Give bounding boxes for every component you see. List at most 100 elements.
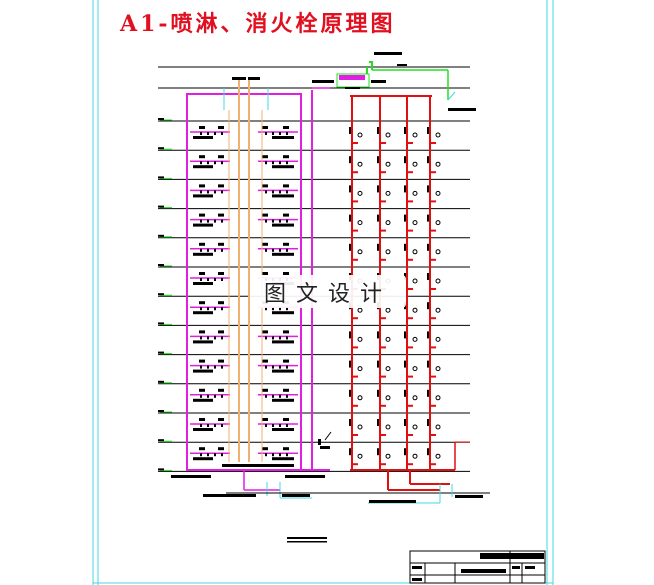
sprinkler-head (221, 307, 223, 311)
hydrant-outlet (435, 132, 441, 138)
hydrant-outlet (412, 307, 418, 313)
label-block (272, 223, 294, 227)
label-block (193, 165, 213, 169)
sprinkler-head (200, 161, 202, 165)
label-block (262, 359, 268, 363)
hydrant-outlet (357, 132, 363, 138)
sprinkler-head (279, 248, 281, 252)
sprinkler-head (265, 190, 267, 194)
sprinkler-head (221, 190, 223, 194)
sprinkler-head (221, 453, 223, 457)
hydrant-outlet (435, 307, 441, 313)
label-block (272, 428, 294, 431)
label-block (218, 359, 224, 363)
sprinkler-head (200, 190, 202, 194)
label-block (199, 447, 205, 451)
sprinkler-head (265, 394, 267, 398)
label-block (262, 155, 268, 159)
label-block (272, 252, 294, 256)
label-block (272, 457, 294, 461)
hydrant-outlet (435, 424, 441, 430)
sprinkler-head (265, 336, 267, 340)
hydrant-outlet (435, 190, 441, 196)
hydrant-outlet (357, 249, 363, 255)
sprinkler-head (279, 219, 281, 223)
label-block (283, 447, 289, 451)
sprinkler-head (272, 161, 274, 165)
hydrant-outlet (385, 190, 391, 196)
hydrant-outlet (435, 366, 441, 372)
hydrant-outlet (385, 220, 391, 226)
sprinkler-head (200, 424, 202, 427)
sprinkler-head (214, 278, 216, 281)
label-block (262, 184, 268, 188)
elevation-label (158, 410, 164, 412)
sprinkler-head (207, 278, 209, 281)
sprinkler-head (265, 365, 267, 369)
hydrant-outlet (385, 366, 391, 372)
label-block (262, 242, 268, 246)
label-block (218, 126, 224, 129)
label-block (193, 311, 213, 315)
hydrant-outlet (385, 132, 391, 138)
label-block (283, 126, 289, 129)
label-block (262, 418, 268, 421)
sprinkler-head (272, 248, 274, 252)
sprinkler-head (207, 424, 209, 427)
hydrant-outlet (357, 307, 363, 313)
sprinkler-head (279, 307, 281, 311)
hydrant-outlet (412, 424, 418, 430)
label-block (283, 242, 289, 246)
label-block (199, 242, 205, 246)
label-block (193, 340, 213, 344)
label-block (262, 388, 268, 392)
label-block (282, 494, 310, 497)
sprinkler-head (265, 453, 267, 457)
sprinkler-head (286, 394, 288, 398)
sprinkler-head (286, 190, 288, 194)
label-block (193, 398, 213, 402)
hydrant-outlet (357, 424, 363, 430)
label-block (272, 194, 294, 198)
sprinkler-head (221, 394, 223, 398)
hydrant-outlet (412, 453, 418, 459)
watermark: 图文设计 (250, 275, 406, 308)
label-block (272, 311, 294, 315)
sprinkler-head (214, 336, 216, 340)
sprinkler-head (272, 336, 274, 340)
hydrant-outlet (435, 278, 441, 284)
title-block-text (480, 553, 544, 559)
hydrant-outlet (435, 453, 441, 459)
label-block (218, 330, 224, 334)
label-block (199, 359, 205, 363)
sprinkler-head (272, 132, 274, 135)
label-block (262, 330, 268, 334)
sprinkler-head (214, 219, 216, 223)
hydrant-outlet (435, 161, 441, 167)
sprinkler-head (207, 394, 209, 398)
label-block (272, 136, 294, 139)
sprinkler-head (286, 424, 288, 427)
sprinkler-head (214, 248, 216, 252)
label-block (218, 184, 224, 188)
label-block (369, 500, 416, 503)
label-block (199, 272, 205, 275)
sprinkler-head (286, 307, 288, 311)
label-block (283, 388, 289, 392)
label-block (455, 495, 483, 498)
label-block (193, 252, 213, 256)
hydrant-outlet (412, 161, 418, 167)
hydrant-outlet (357, 220, 363, 226)
sprinkler-head (221, 278, 223, 281)
label-block (287, 541, 327, 543)
title-block-text (412, 566, 422, 569)
label-block (199, 301, 205, 305)
sprinkler-head (221, 161, 223, 165)
sprinkler-head (200, 394, 202, 398)
label-block (283, 184, 289, 188)
sprinkler-head (265, 132, 267, 135)
label-block (199, 155, 205, 159)
sprinkler-head (214, 190, 216, 194)
sprinkler-head (207, 132, 209, 135)
label-block (318, 439, 321, 445)
